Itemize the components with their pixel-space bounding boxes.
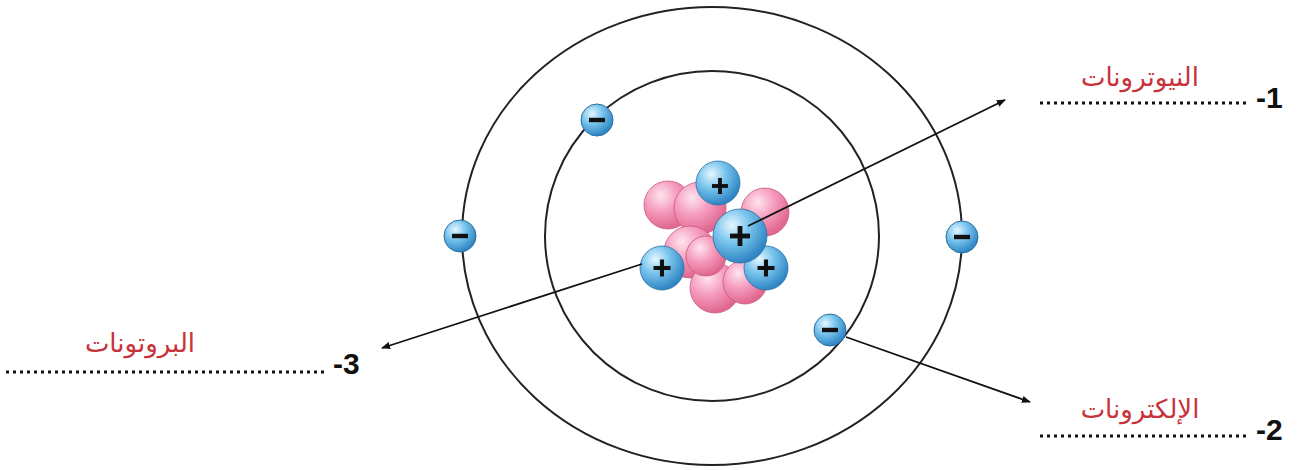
proton-signs xyxy=(654,178,775,277)
inner-orbit xyxy=(545,71,879,401)
callout-number: -3 xyxy=(333,346,360,382)
electrons xyxy=(444,104,978,346)
answer-blank xyxy=(6,371,326,374)
callout-number: -2 xyxy=(1256,412,1283,448)
leader-arrow xyxy=(846,337,1030,402)
answer-text: النيوترونات xyxy=(1081,62,1199,93)
answer-text: البروتونات xyxy=(85,328,195,359)
answer-blank xyxy=(1040,435,1248,438)
nucleus xyxy=(640,161,789,313)
leader-arrow xyxy=(382,264,642,348)
callout-number: -1 xyxy=(1256,80,1283,116)
outer-orbit xyxy=(462,7,962,465)
leader-arrow xyxy=(748,100,1005,226)
answer-blank xyxy=(1040,102,1248,105)
answer-text: الإلكترونات xyxy=(1081,394,1200,425)
